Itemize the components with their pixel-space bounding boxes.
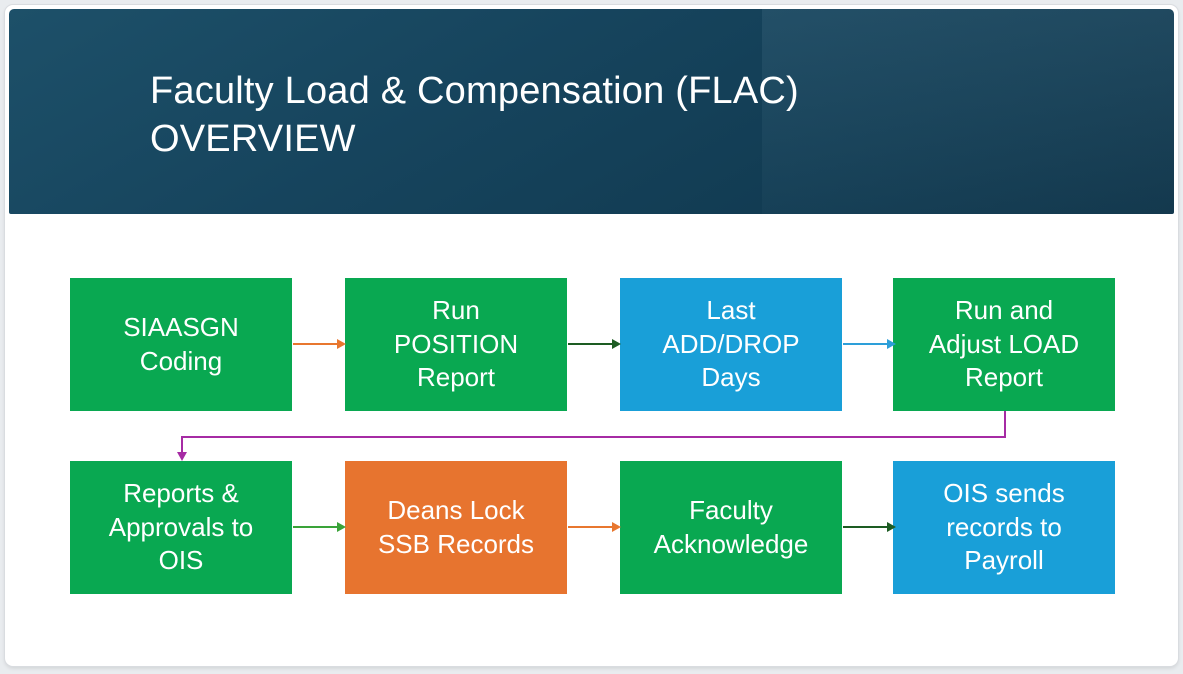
flow-arrow-icon-6-7 [568, 521, 621, 533]
flow-box-label: Run POSITION Report [393, 295, 519, 393]
flow-box-label: Run and Adjust LOAD Report [928, 295, 1080, 393]
arrow-shaft [843, 526, 888, 528]
flow-box-siaasgn-coding: SIAASGN Coding [70, 278, 292, 411]
flow-box-label: Reports & Approvals to OIS [108, 478, 254, 576]
connector-segment [1004, 411, 1006, 438]
arrow-head [612, 339, 621, 349]
arrow-shaft [293, 343, 338, 345]
arrow-head [337, 522, 346, 532]
flow-box-run-position-report: Run POSITION Report [345, 278, 567, 411]
connector-segment [181, 436, 1006, 438]
flow-box-faculty-acknowledge: Faculty Acknowledge [620, 461, 842, 594]
flow-box-last-add-drop-days: Last ADD/DROP Days [620, 278, 842, 411]
flow-box-label: OIS sends records to Payroll [943, 478, 1065, 576]
slide-title: Faculty Load & Compensation (FLAC) OVERV… [150, 67, 799, 163]
flow-box-reports-approvals-ois: Reports & Approvals to OIS [70, 461, 292, 594]
arrow-head [337, 339, 346, 349]
flow-box-run-adjust-load-report: Run and Adjust LOAD Report [893, 278, 1115, 411]
arrow-shaft [568, 343, 613, 345]
flow-arrow-icon-2-3 [568, 338, 621, 350]
flow-box-label: SIAASGN Coding [123, 312, 239, 376]
slide-title-line1: Faculty Load & Compensation (FLAC) [150, 70, 799, 112]
arrow-shaft [293, 526, 338, 528]
flow-box-label: Deans Lock SSB Records [377, 495, 535, 559]
flow-arrow-icon-5-6 [293, 521, 346, 533]
arrow-head [887, 522, 896, 532]
slide-title-line2: OVERVIEW [150, 118, 356, 160]
slide-header: Faculty Load & Compensation (FLAC) OVERV… [9, 9, 1174, 214]
flow-box-label: Faculty Acknowledge [653, 495, 809, 559]
flow-box-label: Last ADD/DROP Days [662, 295, 800, 393]
connector-segment [181, 436, 183, 453]
arrow-head [887, 339, 896, 349]
slide-canvas: Faculty Load & Compensation (FLAC) OVERV… [5, 5, 1178, 666]
flow-arrow-icon-7-8 [843, 521, 896, 533]
flow-arrow-icon-3-4 [843, 338, 896, 350]
flow-arrow-icon-1-2 [293, 338, 346, 350]
arrow-head [612, 522, 621, 532]
arrow-shaft [843, 343, 888, 345]
flow-box-deans-lock-ssb: Deans Lock SSB Records [345, 461, 567, 594]
arrow-head [177, 452, 187, 461]
flow-box-ois-sends-payroll: OIS sends records to Payroll [893, 461, 1115, 594]
arrow-shaft [568, 526, 613, 528]
